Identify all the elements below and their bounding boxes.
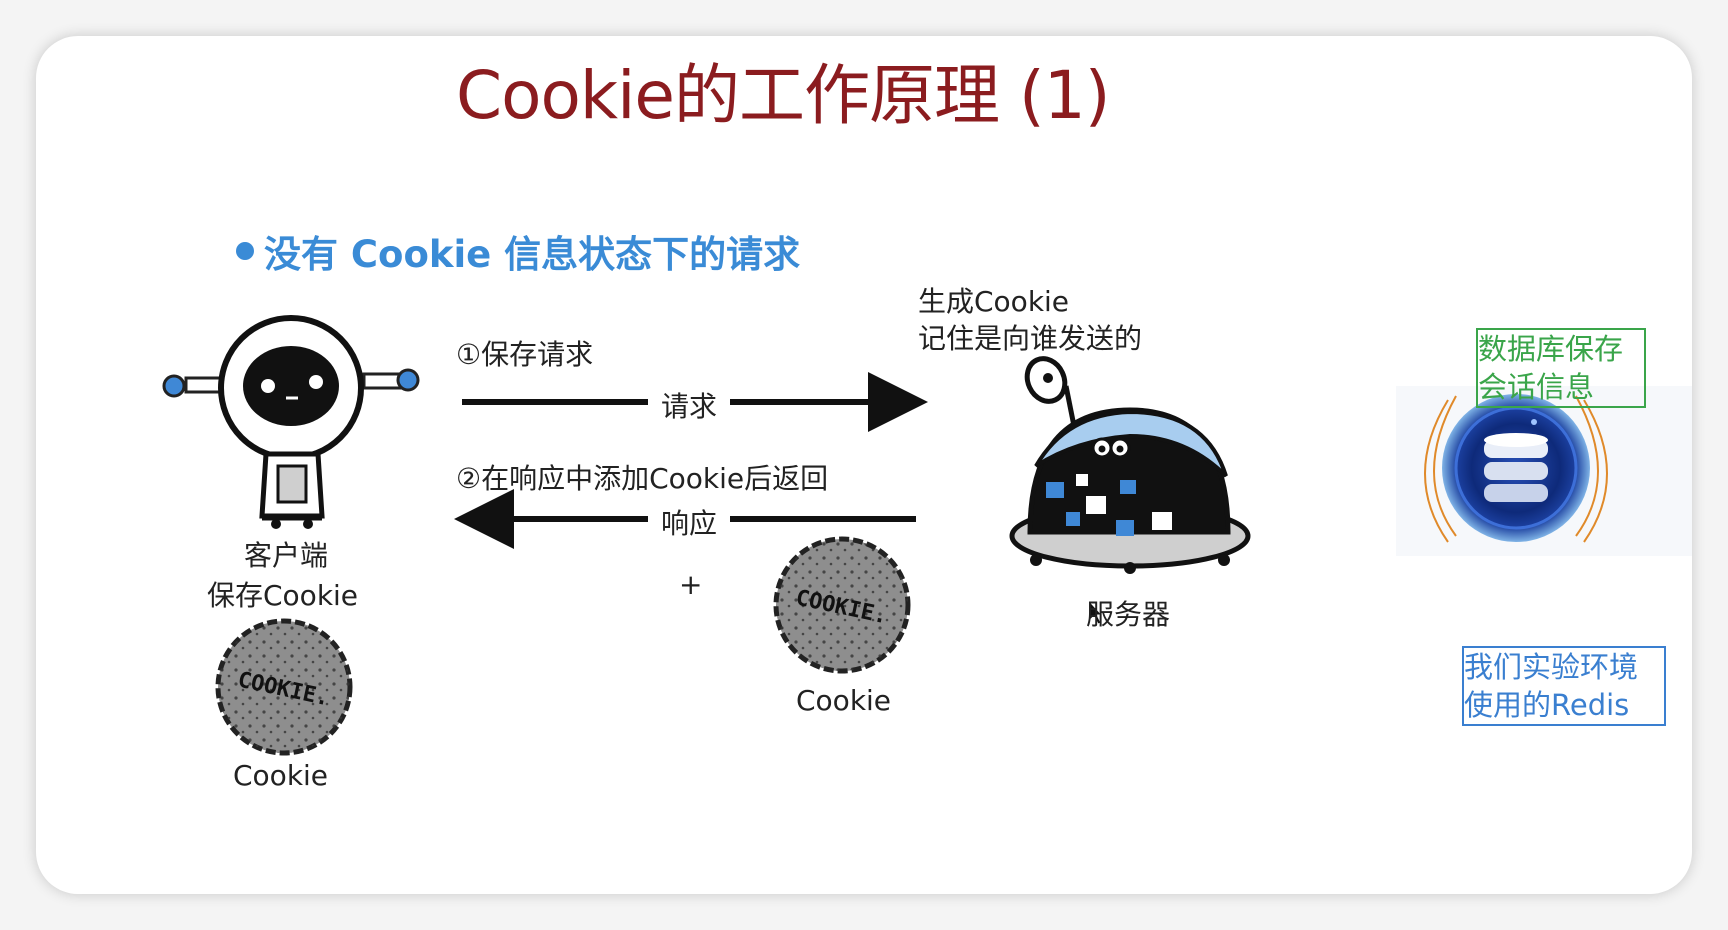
server-robot-icon	[1009, 356, 1251, 574]
client-robot-icon	[162, 315, 420, 529]
plus-sign: +	[679, 568, 703, 601]
response-arrow-label: 响应	[661, 507, 718, 540]
redis-note-line2: 使用的Redis	[1464, 688, 1630, 722]
slide-subtitle: 没有 Cookie 信息状态下的请求	[236, 224, 800, 278]
server-note-line1: 生成Cookie	[918, 285, 1070, 318]
response-cookie-icon: COOKIE.	[773, 536, 911, 674]
client-cookie-label: Cookie	[233, 759, 329, 792]
request-arrow-label: 请求	[661, 390, 718, 423]
client-label-line2: 保存Cookie	[207, 579, 359, 612]
server-label: 服务器	[1086, 598, 1171, 631]
db-note-line1: 数据库保存	[1478, 332, 1624, 366]
response-cookie-label: Cookie	[796, 684, 892, 717]
client-label-line1: 客户端	[244, 539, 329, 572]
step1-label: ①保存请求	[456, 338, 594, 371]
db-note-line2: 会话信息	[1478, 370, 1595, 404]
redis-note-box: 我们实验环境 使用的Redis	[1462, 646, 1666, 726]
slide-title: Cookie的工作原理 (1)	[456, 57, 1110, 134]
bullet-icon	[236, 242, 254, 260]
redis-note-line1: 我们实验环境	[1464, 650, 1639, 684]
server-note-line2: 记住是向谁发送的	[918, 322, 1143, 355]
db-note-box: 数据库保存 会话信息	[1476, 328, 1646, 408]
step2-label: ②在响应中添加Cookie后返回	[456, 462, 829, 495]
client-cookie-icon: COOKIE.	[215, 618, 353, 756]
subtitle-text: 没有 Cookie 信息状态下的请求	[264, 233, 801, 276]
database-icon	[1396, 386, 1692, 556]
mouse-cursor-icon	[1089, 600, 1104, 625]
diagram-canvas: COOKIE. COOKIE.	[162, 315, 1692, 756]
slide: Cookie的工作原理 (1) 没有 Cookie 信息状态下的请求	[36, 36, 1692, 894]
